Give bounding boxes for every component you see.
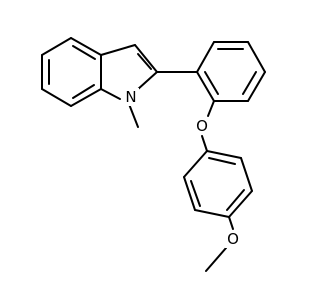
bond [41, 37, 72, 56]
bond [100, 88, 121, 100]
structure-canvas: N O O [41, 37, 266, 272]
bond [206, 150, 242, 159]
bond [196, 41, 215, 73]
bond [228, 216, 234, 230]
ether-oxygen-label: O [196, 117, 208, 135]
bond [134, 44, 158, 73]
bond [190, 180, 201, 207]
bond [247, 71, 266, 102]
bond [183, 176, 196, 211]
bond [201, 135, 208, 152]
bond [128, 103, 139, 128]
bond [240, 157, 253, 192]
bond [242, 71, 257, 95]
bond [100, 44, 136, 56]
bond-layer [41, 37, 266, 272]
bond [70, 37, 102, 56]
bond [183, 150, 208, 178]
chemical-structure: N O O [41, 37, 266, 272]
bond [70, 88, 102, 107]
bond [247, 41, 266, 73]
bond [228, 190, 253, 218]
bond [207, 100, 215, 117]
bond [72, 84, 95, 99]
atom-label-layer: N O O [123, 88, 241, 248]
bond [137, 53, 152, 70]
bond [41, 88, 72, 107]
bond [136, 71, 158, 91]
bond [194, 209, 230, 218]
bond [226, 189, 245, 211]
bond [205, 247, 227, 272]
bond [72, 45, 96, 60]
methoxy-oxygen-label: O [227, 230, 239, 248]
bond [208, 157, 236, 165]
bond [204, 71, 219, 95]
nitrogen-label: N [125, 88, 136, 106]
bond [196, 71, 215, 102]
